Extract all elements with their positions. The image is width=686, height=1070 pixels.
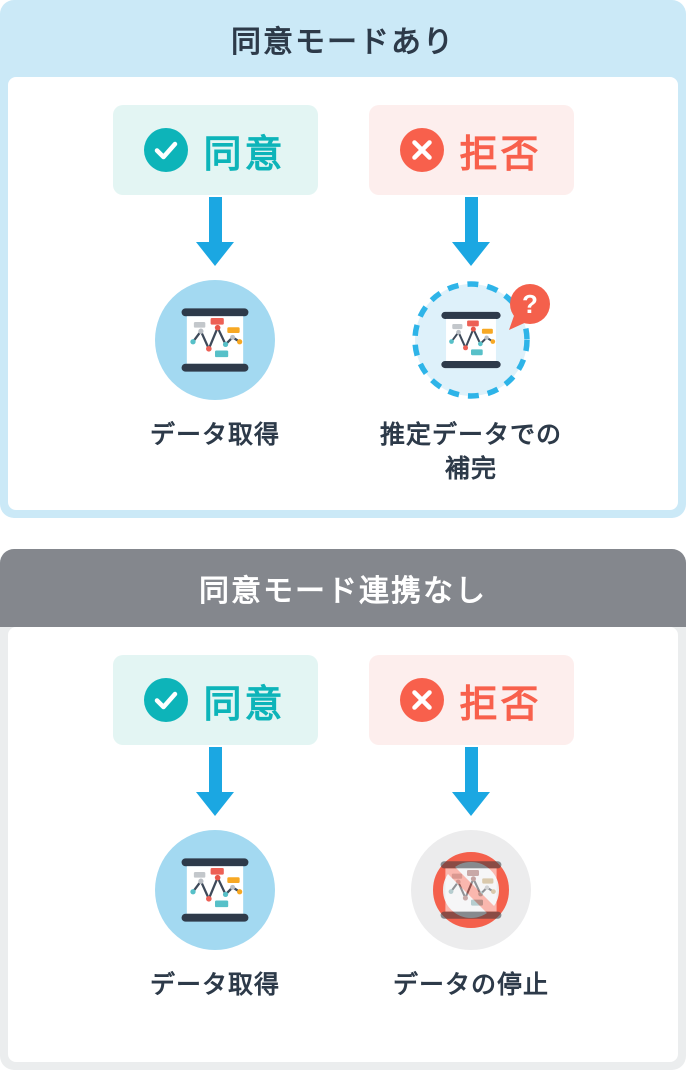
panel-body: 同意 データ取得 拒否 — [8, 627, 678, 1062]
down-arrow — [196, 197, 234, 266]
arrow-shaft — [208, 747, 222, 792]
consent-badge-label: 同意 — [203, 133, 286, 176]
outcome-label: データ取得 — [149, 421, 280, 449]
data-blocked-icon — [411, 830, 531, 950]
flow-column-refuse: 拒否 ? 推定データでの 補完 — [343, 77, 599, 510]
panel-title: 同意モード連携なし — [0, 549, 686, 627]
arrow-head — [196, 242, 234, 266]
chart-board-icon — [180, 307, 250, 373]
arrow-head — [452, 242, 490, 266]
down-arrow — [196, 747, 234, 816]
question-mark-text: ? — [522, 289, 538, 319]
panel-spacer — [0, 518, 686, 549]
arrow-head — [196, 792, 234, 816]
refuse-badge-label: 拒否 — [459, 683, 542, 726]
refuse-badge: 拒否 — [368, 105, 574, 195]
down-arrow — [452, 747, 490, 816]
flow-column-refuse: 拒否 データの停止 — [343, 627, 599, 1062]
consent-badge: 同意 — [112, 655, 318, 745]
data-chart-icon — [155, 830, 275, 950]
estimated-data-icon: ? — [411, 280, 550, 400]
chart-board-icon — [440, 310, 502, 370]
refuse-badge-label: 拒否 — [459, 133, 542, 176]
flow-column-consent: 同意 データ取得 — [87, 77, 343, 510]
refuse-badge: 拒否 — [368, 655, 574, 745]
down-arrow — [452, 197, 490, 266]
outcome-label: 推定データでの 補完 — [379, 421, 562, 483]
consent-badge-label: 同意 — [203, 683, 286, 726]
chart-board-icon — [180, 857, 250, 923]
question-bubble-icon: ? — [509, 284, 550, 330]
cross-icon — [400, 678, 444, 722]
arrow-shaft — [464, 197, 478, 242]
outcome-label: データ取得 — [149, 971, 280, 999]
data-chart-icon — [155, 280, 275, 400]
arrow-shaft — [208, 197, 222, 242]
flow-column-consent: 同意 データ取得 — [87, 627, 343, 1062]
arrow-head — [452, 792, 490, 816]
check-icon — [144, 678, 188, 722]
check-icon — [144, 128, 188, 172]
panel-title: 同意モードあり — [231, 25, 455, 59]
faded-chart-board-icon — [439, 860, 503, 920]
cross-icon — [400, 128, 444, 172]
panel-consent-mode-off: 同意モード連携なし 同意 データ取得 拒否 — [0, 549, 686, 1070]
panel-body: 同意 データ取得 拒否 — [8, 77, 678, 510]
arrow-shaft — [464, 747, 478, 792]
panel-consent-mode-on: 同意モードあり 同意 データ取得 拒否 — [0, 0, 686, 518]
consent-badge: 同意 — [112, 105, 318, 195]
outcome-label: データの停止 — [392, 971, 549, 999]
